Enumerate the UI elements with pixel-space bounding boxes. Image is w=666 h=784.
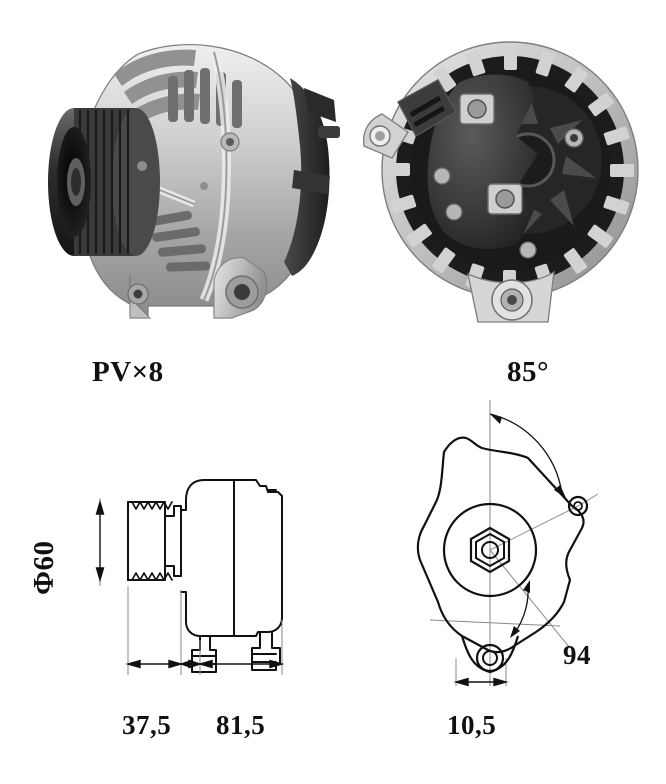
body-length-dimension-label: 81,5 bbox=[216, 710, 266, 740]
pulley-spec-label: PV×8 bbox=[92, 356, 164, 388]
pulley-offset-dimension-label: 37,5 bbox=[122, 710, 172, 740]
mount-pitch-dimension-label: 94 bbox=[563, 640, 591, 670]
front-view-drawing bbox=[410, 390, 656, 700]
alternator-front-photo bbox=[18, 18, 358, 340]
diameter-dimension-label: Φ60 bbox=[28, 540, 60, 595]
foot-width-dimension-label: 10,5 bbox=[447, 710, 497, 740]
alternator-rear-photo bbox=[352, 28, 648, 328]
angle-dimension-label: 85° bbox=[507, 356, 550, 388]
side-view-drawing bbox=[20, 440, 350, 700]
